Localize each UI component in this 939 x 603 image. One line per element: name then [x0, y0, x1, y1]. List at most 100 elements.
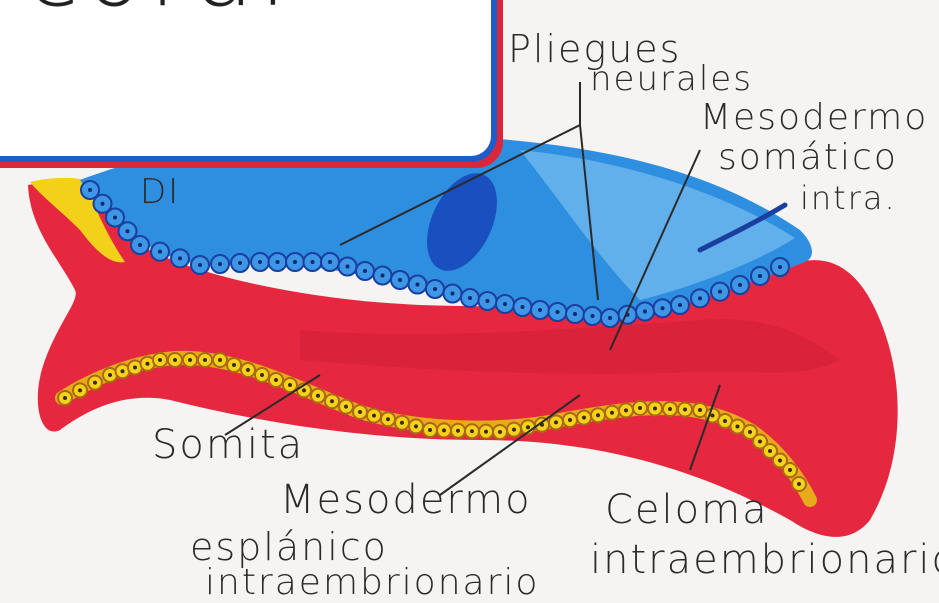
cell-nucleus	[610, 411, 614, 415]
cell-nucleus	[758, 440, 762, 444]
label-somita: Somita	[152, 425, 304, 465]
cell-nucleus	[258, 260, 262, 264]
cell-nucleus	[498, 430, 502, 434]
cell-nucleus	[748, 430, 752, 434]
cell-nucleus	[398, 278, 402, 282]
label-neurales: neurales	[590, 62, 753, 96]
title-fragment: coral	[26, 0, 292, 28]
label-di: DI	[140, 175, 180, 209]
cell-nucleus	[456, 429, 460, 433]
cell-nucleus	[568, 418, 572, 422]
cell-nucleus	[113, 216, 117, 220]
cell-nucleus	[668, 407, 672, 411]
cell-nucleus	[344, 405, 348, 409]
cell-nucleus	[683, 408, 687, 412]
cell-nucleus	[433, 287, 437, 291]
cell-nucleus	[93, 381, 97, 385]
cell-nucleus	[596, 413, 600, 417]
cell-nucleus	[330, 399, 334, 403]
cell-nucleus	[470, 429, 474, 433]
cell-nucleus	[556, 310, 560, 314]
cell-nucleus	[400, 421, 404, 425]
cell-nucleus	[386, 417, 390, 421]
cell-nucleus	[276, 260, 280, 264]
cell-nucleus	[521, 305, 525, 309]
label-mesodermo-somatico-2: somático	[718, 140, 898, 176]
title-card: coral	[0, 0, 497, 162]
cell-nucleus	[711, 414, 715, 418]
cell-nucleus	[218, 358, 222, 362]
cell-nucleus	[198, 263, 202, 267]
cell-nucleus	[173, 358, 177, 362]
cell-nucleus	[797, 482, 801, 486]
cell-nucleus	[121, 369, 125, 373]
cell-nucleus	[768, 449, 772, 453]
cell-nucleus	[503, 302, 507, 306]
cell-nucleus	[63, 396, 67, 400]
cell-nucleus	[512, 428, 516, 432]
cell-nucleus	[486, 299, 490, 303]
cell-nucleus	[316, 394, 320, 398]
cell-nucleus	[78, 388, 82, 392]
cell-nucleus	[218, 262, 222, 266]
cell-nucleus	[414, 424, 418, 428]
cell-nucleus	[158, 358, 162, 362]
cell-nucleus	[203, 358, 207, 362]
cell-nucleus	[363, 269, 367, 273]
cell-nucleus	[718, 290, 722, 294]
cell-nucleus	[358, 410, 362, 414]
cell-nucleus	[582, 416, 586, 420]
cell-nucleus	[138, 243, 142, 247]
cell-nucleus	[638, 406, 642, 410]
cell-nucleus	[101, 202, 105, 206]
cell-nucleus	[451, 292, 455, 296]
cell-nucleus	[442, 428, 446, 432]
cell-nucleus	[678, 303, 682, 307]
cell-nucleus	[484, 430, 488, 434]
cell-nucleus	[328, 260, 332, 264]
cell-nucleus	[661, 306, 665, 310]
cell-nucleus	[428, 428, 432, 432]
cell-nucleus	[698, 408, 702, 412]
cell-nucleus	[624, 408, 628, 412]
cell-nucleus	[778, 459, 782, 463]
cell-nucleus	[468, 296, 472, 300]
cell-nucleus	[526, 425, 530, 429]
cell-nucleus	[643, 310, 647, 314]
cell-nucleus	[554, 420, 558, 424]
cell-nucleus	[246, 368, 250, 372]
cell-nucleus	[372, 414, 376, 418]
cell-nucleus	[293, 260, 297, 264]
cell-nucleus	[346, 265, 350, 269]
cell-nucleus	[573, 312, 577, 316]
cell-nucleus	[158, 250, 162, 254]
cell-nucleus	[146, 362, 150, 366]
label-celoma-2: intraembrionario	[590, 540, 939, 580]
cell-nucleus	[653, 407, 657, 411]
cell-nucleus	[738, 283, 742, 287]
cell-nucleus	[778, 265, 782, 269]
cell-nucleus	[698, 296, 702, 300]
label-mesodermo-esplanico-1: Mesodermo	[280, 480, 532, 520]
cell-nucleus	[88, 188, 92, 192]
cell-nucleus	[133, 366, 137, 370]
cell-nucleus	[238, 261, 242, 265]
cell-nucleus	[126, 229, 130, 233]
label-mesodermo-somatico-3: intra.	[800, 182, 897, 214]
label-mesodermo-esplanico-2: esplánico	[190, 528, 388, 566]
cell-nucleus	[608, 316, 612, 320]
cell-nucleus	[288, 383, 292, 387]
cell-nucleus	[736, 425, 740, 429]
cell-nucleus	[538, 308, 542, 312]
cell-nucleus	[788, 468, 792, 472]
cell-nucleus	[188, 358, 192, 362]
cell-nucleus	[381, 274, 385, 278]
cell-nucleus	[274, 378, 278, 382]
cell-nucleus	[302, 388, 306, 392]
cell-nucleus	[178, 256, 182, 260]
cell-nucleus	[416, 283, 420, 287]
cell-nucleus	[591, 314, 595, 318]
label-mesodermo-somatico-1: Mesodermo	[700, 100, 928, 136]
cell-nucleus	[232, 363, 236, 367]
cell-nucleus	[108, 373, 112, 377]
